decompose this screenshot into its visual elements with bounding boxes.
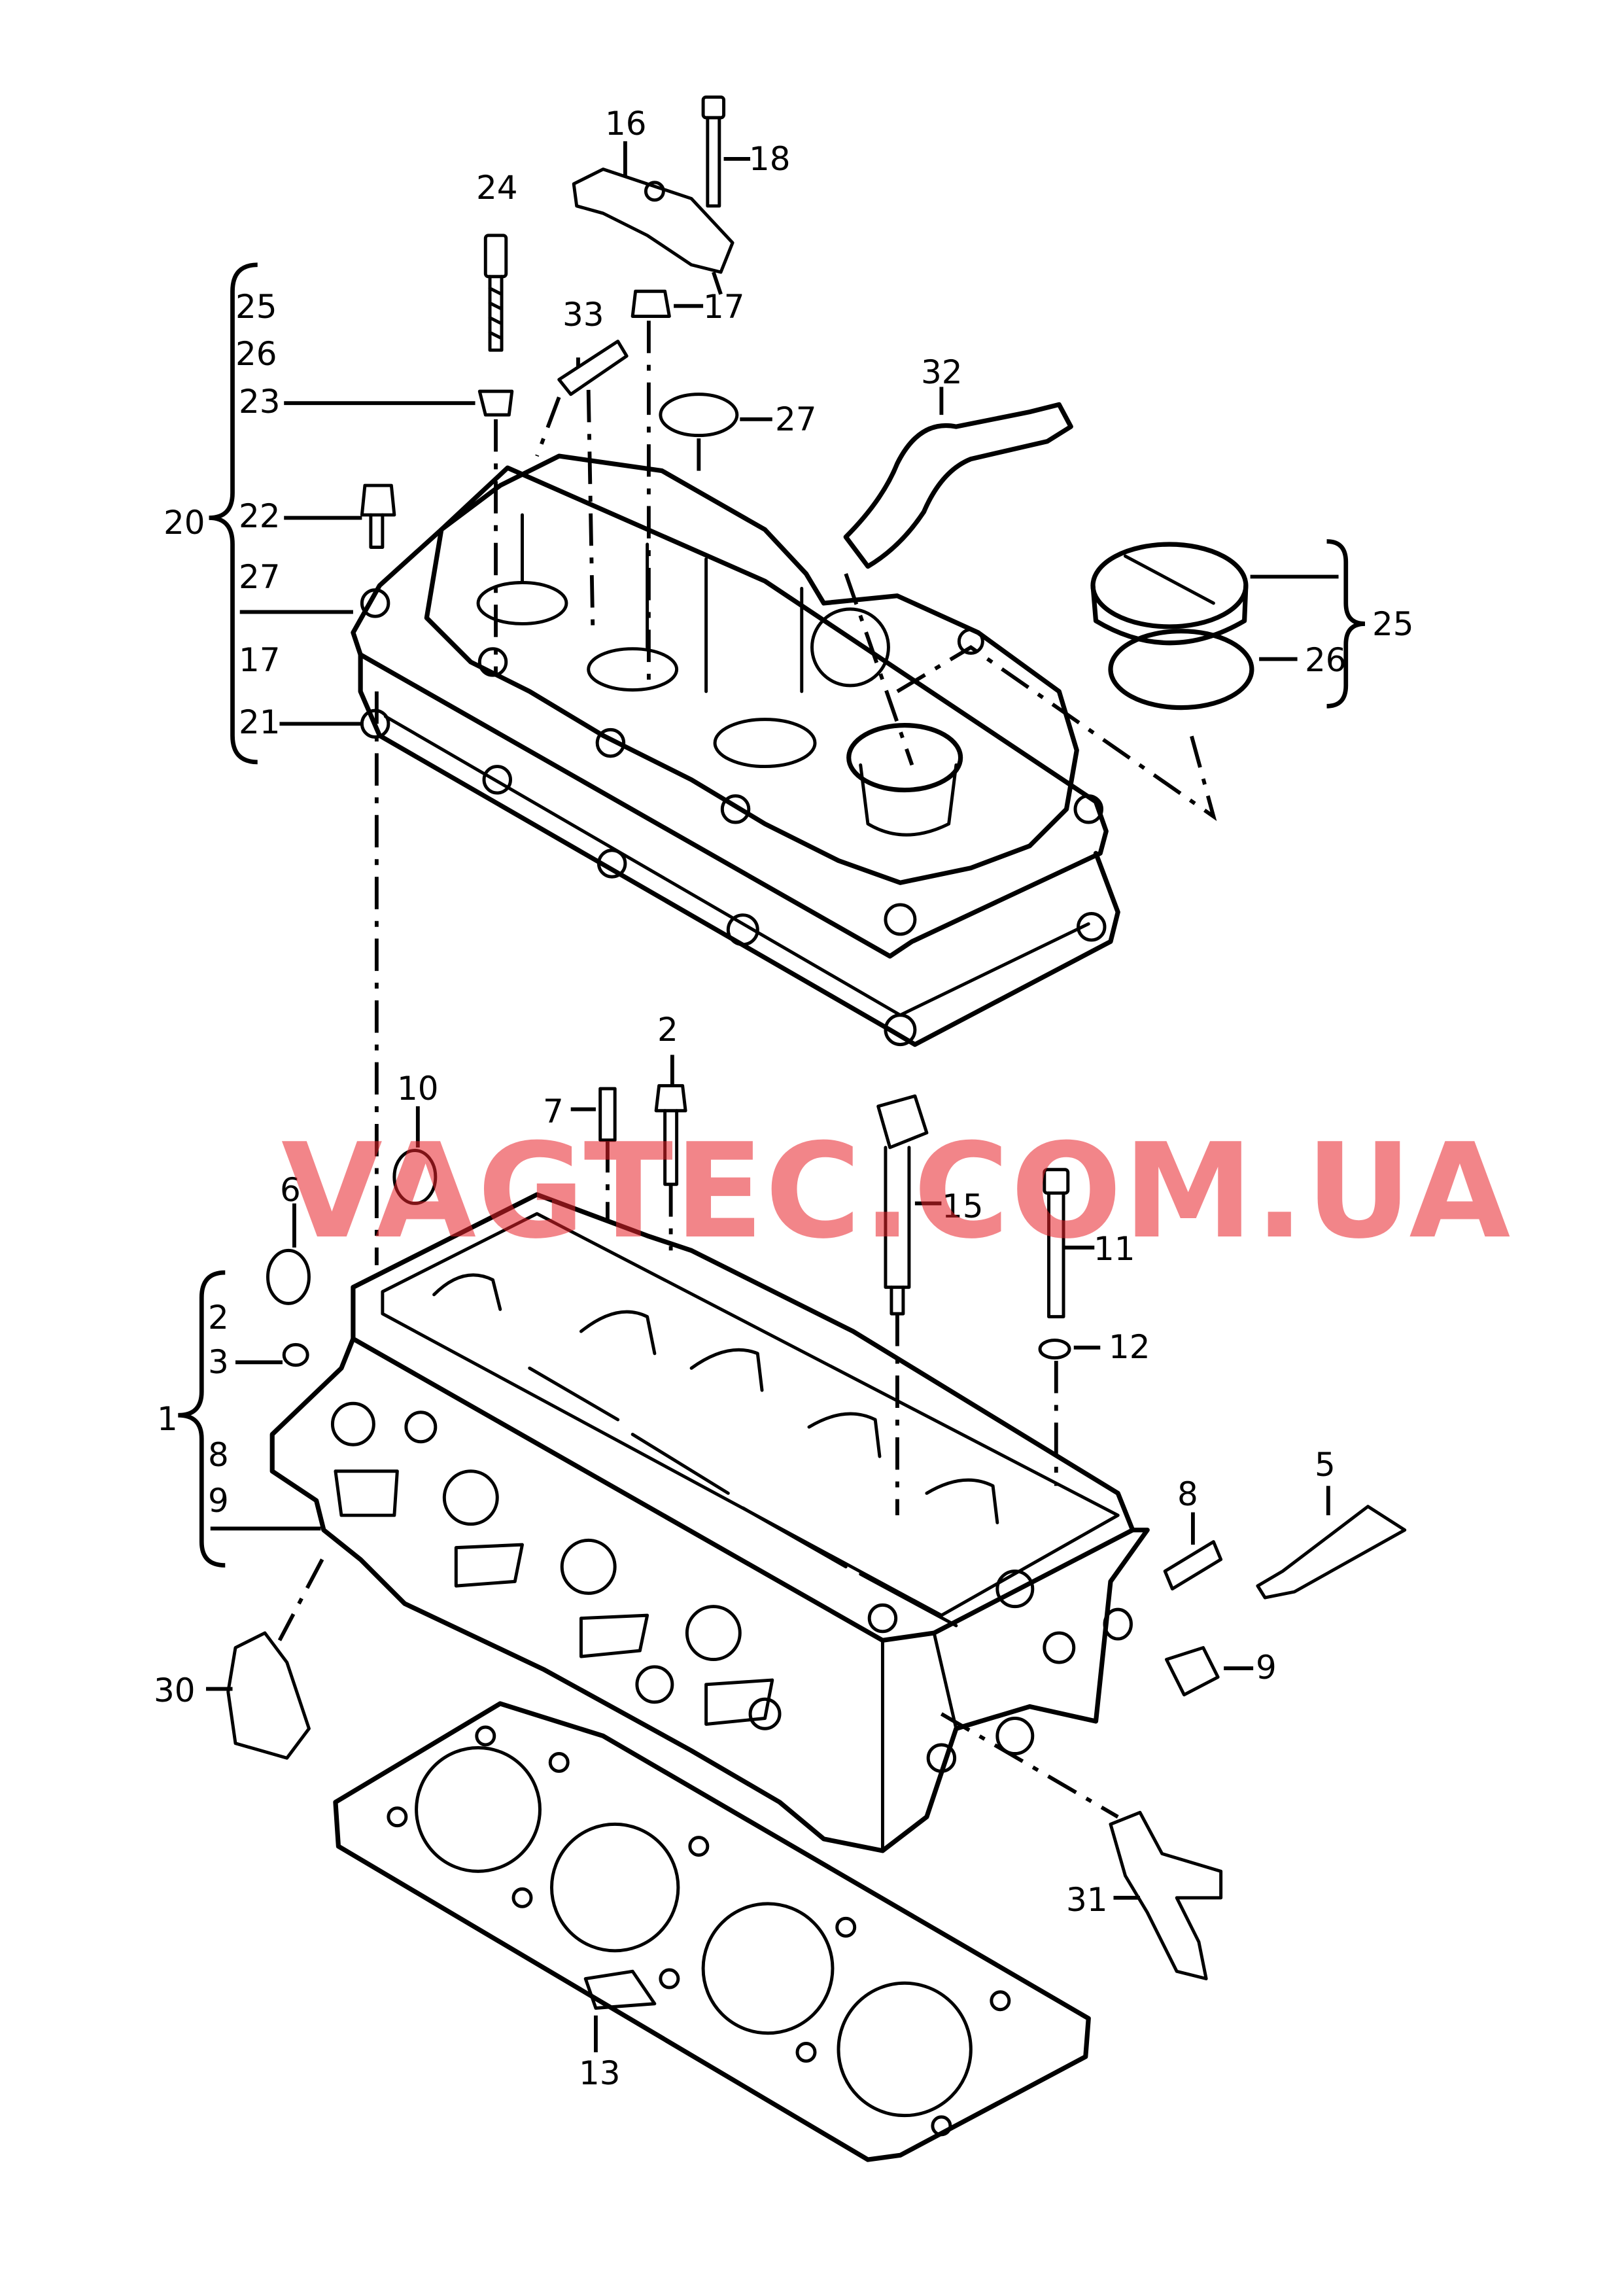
callout-33: 33 xyxy=(562,296,604,334)
callout-26-ring: 26 xyxy=(1305,641,1347,679)
callout-9: 9 xyxy=(1256,1649,1277,1687)
grommet-23-icon xyxy=(477,389,514,417)
grommet-17-icon xyxy=(631,289,671,318)
stud-8-icon xyxy=(1163,1540,1223,1591)
leader-lines xyxy=(206,141,1339,2052)
callout-25-cap: 25 xyxy=(1372,605,1414,643)
callout-7: 7 xyxy=(543,1093,564,1130)
callout-25: 25 xyxy=(235,288,277,326)
callout-21: 21 xyxy=(239,703,281,741)
callout-9-group: 9 xyxy=(208,1482,229,1520)
plug-9-icon xyxy=(1103,1607,1220,1696)
callout-2-bolt: 2 xyxy=(657,1011,678,1049)
callout-30: 30 xyxy=(154,1672,196,1709)
callout-24: 24 xyxy=(476,169,518,207)
bracket-31-icon xyxy=(1109,1810,1223,1980)
callout-23: 23 xyxy=(239,383,281,421)
callout-13: 13 xyxy=(579,2054,621,2092)
stud-22-icon xyxy=(360,483,396,549)
bolt-18-icon xyxy=(701,95,726,208)
stud-11-icon xyxy=(1043,1168,1070,1319)
callout-5: 5 xyxy=(1315,1446,1336,1484)
plug-3-icon xyxy=(282,1342,309,1367)
seal-10-icon xyxy=(392,1149,438,1205)
sealant-tube-5-icon xyxy=(1256,1505,1407,1600)
callout-12: 12 xyxy=(1109,1328,1150,1366)
callout-3: 3 xyxy=(208,1343,229,1381)
callout-31: 31 xyxy=(1066,1881,1108,1919)
head-gasket-icon xyxy=(333,1701,1091,2162)
callout-32: 32 xyxy=(921,353,963,391)
breather-hose-32-icon xyxy=(843,402,1073,569)
plug-6-icon xyxy=(266,1248,311,1305)
filter-33-icon xyxy=(557,340,629,396)
callout-17-group: 17 xyxy=(239,641,281,679)
bolt-24-icon xyxy=(483,234,508,352)
callout-2-group: 2 xyxy=(208,1299,229,1337)
cylinder-head-icon xyxy=(269,1192,1150,1853)
callout-22: 22 xyxy=(239,497,281,535)
seal-27-icon xyxy=(659,393,739,438)
callout-8-group: 8 xyxy=(208,1436,229,1474)
washer-12-icon xyxy=(1038,1339,1071,1360)
callout-27-group: 27 xyxy=(239,558,281,596)
callout-20: 20 xyxy=(164,504,205,542)
callout-1: 1 xyxy=(157,1400,178,1438)
oil-filler-cap-25-icon xyxy=(1090,542,1249,646)
callout-16: 16 xyxy=(605,105,647,143)
bracket-30-icon xyxy=(226,1631,311,1760)
callout-27: 27 xyxy=(775,400,817,438)
alignment-lines xyxy=(277,272,1217,1819)
callout-15: 15 xyxy=(942,1187,984,1225)
callout-8: 8 xyxy=(1177,1475,1198,1513)
callout-6: 6 xyxy=(280,1171,301,1209)
watermark-text: VAGTEC.COM.UA xyxy=(281,1115,1512,1268)
o-ring-26-icon xyxy=(1108,629,1254,710)
dowel-7-icon xyxy=(598,1087,617,1142)
callout-10: 10 xyxy=(397,1070,439,1108)
callout-17: 17 xyxy=(703,288,745,326)
callout-18: 18 xyxy=(749,140,791,178)
callout-26: 26 xyxy=(235,335,277,373)
callout-11: 11 xyxy=(1094,1230,1135,1268)
